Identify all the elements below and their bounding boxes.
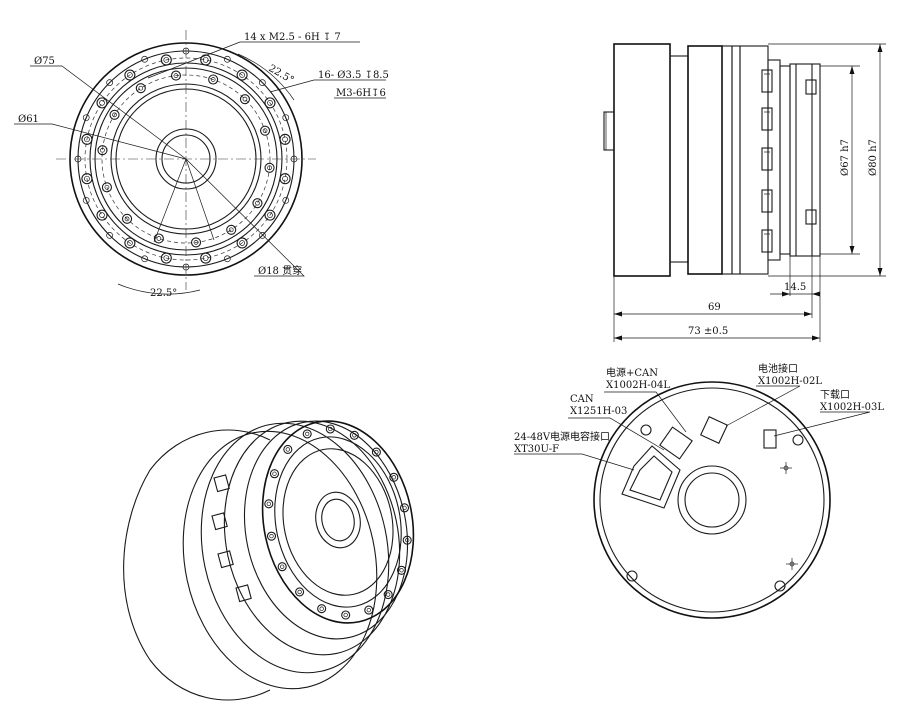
can-label: CAN (570, 394, 594, 405)
battery-part: X1002H-02L (758, 376, 822, 387)
power-cap-part: XT30U-F (514, 444, 559, 455)
inner-diameter-label: Ø61 (18, 114, 39, 125)
length-69-label: 69 (708, 302, 721, 313)
diameter-67-label: Ø67 h7 (840, 139, 851, 176)
download-label: 下载口 (820, 389, 850, 401)
length-73-label: 73 ±0.5 (688, 326, 728, 337)
mount-holes-note-2: M3-6H↧6 (336, 88, 386, 99)
length-14-5-label: 14.5 (784, 282, 806, 293)
power-can-part: X1002H-04L (606, 380, 670, 391)
battery-label: 电池接口 (758, 362, 798, 375)
thread-holes-note: 14 x M2.5 - 6H ↧ 7 (244, 32, 341, 43)
power-can-label: 电源+CAN (606, 366, 658, 379)
side-view: Ø67 h7 Ø80 h7 14.5 69 73 ±0.5 (603, 43, 886, 342)
center-hole-label: Ø18 贯穿 (258, 264, 302, 277)
can-part: X1251H-03 (570, 406, 627, 417)
diameter-80-label: Ø80 h7 (868, 139, 879, 176)
angle-top-label: 22.5° (267, 63, 296, 86)
angle-bottom-label: 22.5° (150, 288, 177, 299)
mount-holes-note-1: 16- Ø3.5 ↧8.5 (318, 70, 389, 81)
isometric-view (123, 420, 415, 701)
rear-view: 电源+CAN X1002H-04L 电池接口 X1002H-02L 下载口 X1… (514, 362, 884, 619)
download-part: X1002H-03L (820, 402, 884, 413)
front-view: 14 x M2.5 - 6H ↧ 7 22.5° 16- Ø3.5 ↧8.5 M… (14, 30, 389, 299)
power-cap-label: 24-48V电源电容接口 (514, 430, 610, 443)
outer-diameter-label: Ø75 (34, 56, 55, 67)
